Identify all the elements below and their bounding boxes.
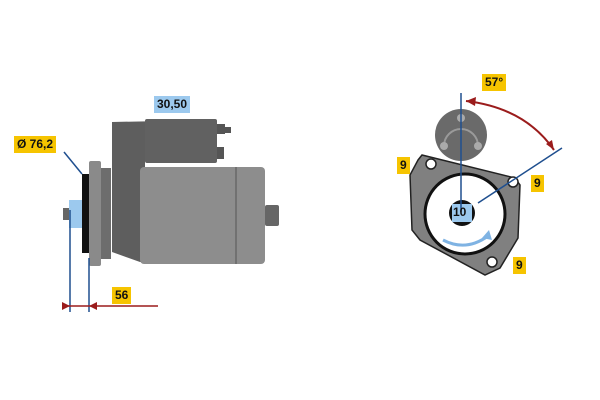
- pinion-teeth-label: 10: [453, 205, 467, 219]
- angle-label: 57°: [482, 74, 507, 91]
- hole-label-right: 9: [531, 175, 544, 192]
- hole-label-bottom: 9: [513, 257, 526, 274]
- diameter-label: Ø 76,2: [14, 136, 57, 153]
- starter-front-view: [409, 93, 563, 276]
- length-label: 56: [112, 287, 132, 304]
- terminal-label: 30,50: [154, 96, 191, 113]
- hole-label-left: 9: [397, 157, 410, 174]
- starter-side-view: [62, 119, 279, 312]
